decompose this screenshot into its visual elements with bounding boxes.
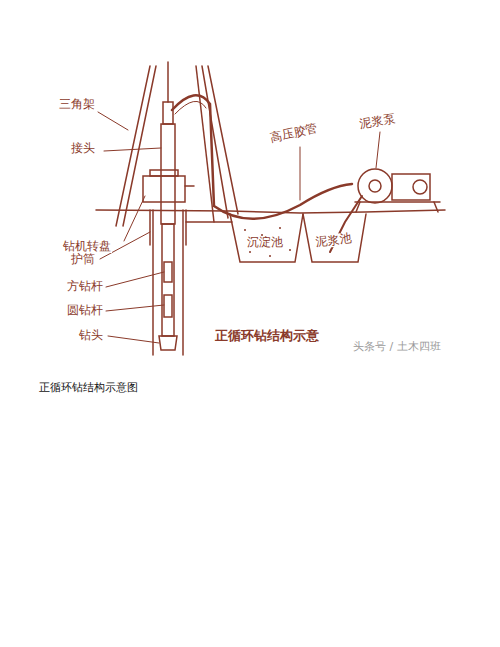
part-label: 沉淀池 <box>246 236 284 249</box>
figure-caption: 正循环钻结构示意图 <box>38 382 139 394</box>
part-label: 三角架 <box>58 98 96 111</box>
part-label: 高压胶管 <box>268 122 320 145</box>
watermark: 头条号 / 土木四班 <box>352 341 442 353</box>
part-label: 钻头 <box>78 329 104 342</box>
part-label: 钻机转盘 <box>62 240 112 253</box>
part-label: 泥浆泵 <box>358 113 397 131</box>
part-label: 泥浆池 <box>314 232 353 249</box>
part-label: 方钻杆 <box>66 280 104 293</box>
diagram-title: 正循环钻结构示意 <box>214 329 320 343</box>
part-label: 圆钻杆 <box>66 304 104 317</box>
part-label: 护筒 <box>70 253 96 266</box>
part-label: 接头 <box>70 142 96 155</box>
